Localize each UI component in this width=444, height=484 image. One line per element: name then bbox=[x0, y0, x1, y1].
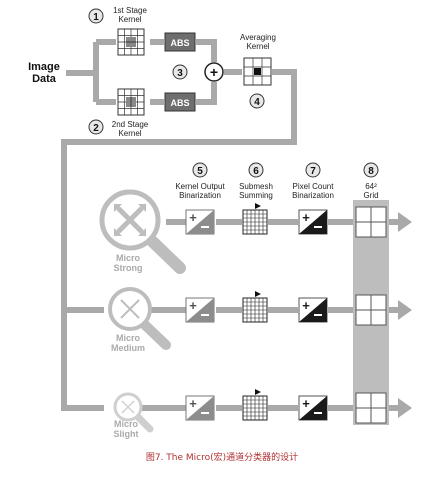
stage4-marker: 4 bbox=[249, 93, 265, 109]
channel-slight-line2: Slight bbox=[114, 429, 139, 439]
stage1-kernel-icon bbox=[117, 28, 145, 56]
channel-strong-line1: Micro bbox=[116, 253, 141, 263]
stage6-label-line1: Submesh bbox=[239, 182, 273, 191]
stage4-number: 4 bbox=[254, 97, 260, 108]
stage5-label-line1: Kernel Output bbox=[175, 182, 225, 191]
pixelcount-medium-icon bbox=[298, 297, 328, 323]
magnifier-slight-icon bbox=[113, 392, 154, 433]
pixelcount-slight-icon bbox=[298, 395, 328, 421]
channel-medium-line2: Medium bbox=[111, 343, 145, 353]
stage5-number: 5 bbox=[197, 166, 203, 177]
stage6-label-line2: Summing bbox=[239, 191, 273, 200]
stage3-number: 3 bbox=[177, 68, 183, 79]
stage2-kernel-icon bbox=[117, 88, 145, 116]
stage5-marker: 5 bbox=[192, 162, 208, 178]
stage1-number: 1 bbox=[93, 12, 99, 23]
stage8-number: 8 bbox=[368, 166, 374, 177]
magnifier-medium-icon bbox=[108, 287, 171, 350]
abs-block-top: ABS bbox=[164, 32, 196, 52]
top-pipes bbox=[61, 39, 297, 411]
stage5-label-line2: Binarization bbox=[179, 191, 221, 200]
channel-strong-line2: Strong bbox=[114, 263, 143, 273]
stage4-label-line1: Averaging bbox=[240, 33, 276, 42]
stage8-label-line2: Grid bbox=[363, 191, 378, 200]
stage7-marker: 7 bbox=[305, 162, 321, 178]
stage8-label-line1: 64² bbox=[365, 182, 377, 191]
submesh-medium-icon bbox=[242, 290, 268, 323]
stage6-marker: 6 bbox=[248, 162, 264, 178]
binarization-slight-icon bbox=[185, 395, 215, 421]
stage6-number: 6 bbox=[253, 166, 259, 177]
output-arrows bbox=[398, 212, 412, 418]
figure-caption: 图7. The Micro(宏)通道分类器的设计 bbox=[145, 453, 299, 463]
stage3-marker: 3 bbox=[172, 64, 188, 80]
stage2-number: 2 bbox=[93, 123, 99, 134]
input-label-line2: Data bbox=[32, 73, 57, 85]
stage8-marker: 8 bbox=[363, 162, 379, 178]
grid-slight-icon bbox=[355, 392, 387, 424]
stage4-label-line2: Kernel bbox=[246, 42, 269, 51]
stage2-label-line2: Kernel bbox=[118, 129, 141, 138]
submesh-slight-icon bbox=[242, 388, 268, 421]
svg-text:+: + bbox=[210, 64, 218, 80]
binarization-strong-icon bbox=[185, 209, 215, 235]
binarization-medium-icon bbox=[185, 297, 215, 323]
stage7-label-line2: Binarization bbox=[292, 191, 334, 200]
stage1-marker: 1 bbox=[88, 8, 104, 24]
channel-slight-line1: Micro bbox=[114, 419, 139, 429]
channel-medium-line1: Micro bbox=[116, 333, 141, 343]
grid-medium-icon bbox=[355, 294, 387, 326]
abs-bottom-label: ABS bbox=[170, 98, 189, 108]
magnifier-strong-icon bbox=[99, 189, 186, 274]
input-label-line1: Image bbox=[28, 61, 60, 73]
stage2-label-line1: 2nd Stage bbox=[112, 120, 149, 129]
abs-top-label: ABS bbox=[170, 38, 189, 48]
abs-block-bottom: ABS bbox=[164, 92, 196, 112]
stage1-label-line2: Kernel bbox=[118, 15, 141, 24]
averaging-kernel-icon bbox=[243, 57, 272, 86]
submesh-strong-icon bbox=[242, 202, 268, 235]
stage2-marker: 2 bbox=[88, 119, 104, 135]
pixelcount-strong-icon bbox=[298, 209, 328, 235]
stage7-number: 7 bbox=[310, 166, 316, 177]
grid-strong-icon bbox=[355, 206, 387, 238]
stage7-label-line1: Pixel Count bbox=[293, 182, 335, 191]
adder-icon: + bbox=[204, 62, 224, 82]
stage1-label-line1: 1st Stage bbox=[113, 6, 147, 15]
